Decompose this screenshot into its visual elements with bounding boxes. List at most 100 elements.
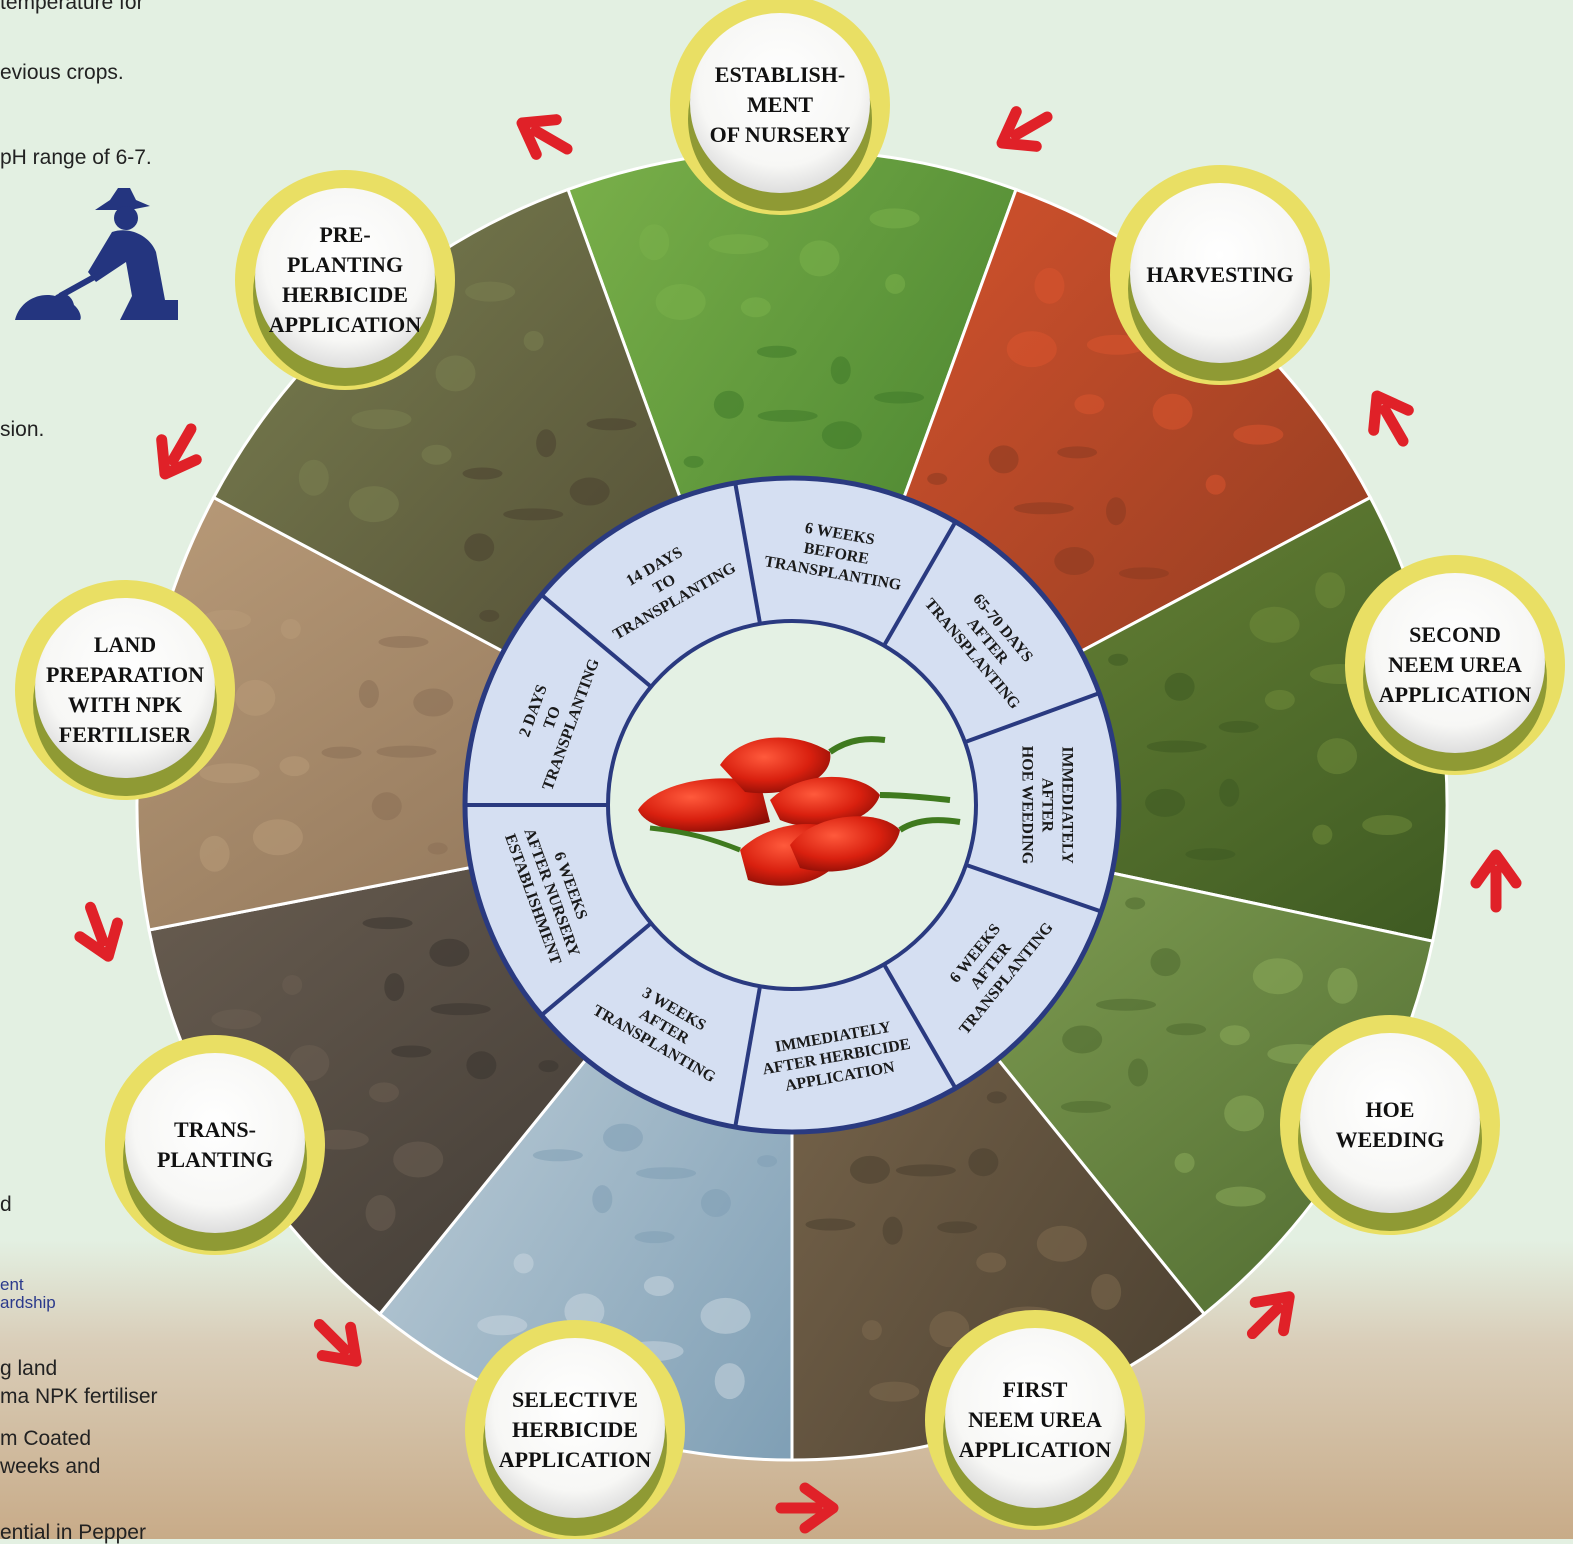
photo-texture (365, 1195, 396, 1232)
photo-texture (462, 467, 503, 480)
photo-texture (1166, 1023, 1207, 1036)
photo-texture (1146, 740, 1207, 753)
photo-texture (1327, 967, 1358, 1004)
photo-texture (1034, 267, 1065, 304)
photo-texture (1152, 393, 1193, 430)
photo-texture (465, 281, 516, 302)
photo-texture (1215, 1186, 1266, 1207)
photo-texture (713, 390, 744, 419)
photo-texture (362, 917, 413, 930)
photo-texture (885, 273, 906, 294)
photo-texture (1128, 1058, 1149, 1087)
photo-texture (976, 1252, 1007, 1273)
photo-texture (1315, 572, 1346, 609)
photo-texture (1362, 814, 1413, 835)
left-text-fragment: sion. (0, 418, 45, 441)
left-text-fragment: m Coated (0, 1427, 92, 1450)
red-arrow-icon (1246, 1291, 1295, 1340)
photo-texture (683, 455, 704, 468)
stage-badge: HARVESTING (1110, 165, 1330, 385)
photo-texture (849, 1155, 890, 1184)
photo-texture (538, 1060, 559, 1073)
photo-texture (1125, 897, 1146, 910)
photo-texture (1060, 1100, 1111, 1113)
photo-texture (1218, 720, 1259, 733)
ring-divider (882, 963, 958, 1090)
photo-texture (282, 974, 303, 995)
photo-texture (211, 1009, 262, 1030)
photo-texture (805, 1218, 856, 1231)
photo-texture (391, 1045, 432, 1058)
left-text-fragment: weeks and (0, 1455, 101, 1478)
photo-texture (532, 1149, 583, 1162)
photo-texture (757, 409, 818, 422)
photo-texture (1006, 331, 1057, 368)
red-arrow-icon (313, 1318, 362, 1367)
photo-texture (639, 224, 670, 261)
photo-texture (1164, 672, 1195, 701)
photo-texture (1174, 1152, 1195, 1173)
photo-texture (1054, 547, 1095, 576)
photo-texture (1013, 502, 1074, 515)
photo-texture (929, 1311, 970, 1348)
photo-texture (1219, 1025, 1250, 1046)
photo-texture (1317, 738, 1358, 775)
ring-divider (733, 985, 763, 1128)
photo-texture (895, 1164, 956, 1177)
red-arrow-icon (996, 106, 1053, 152)
photo-texture (799, 240, 840, 277)
photo-texture (869, 1381, 920, 1402)
photo-texture (1057, 446, 1098, 459)
farmer-hoeing-icon (15, 188, 178, 320)
ring-divider (540, 921, 653, 1017)
photo-texture (477, 1315, 528, 1336)
photo-texture (430, 1003, 491, 1016)
photo-texture (636, 1167, 697, 1180)
photo-texture (1108, 653, 1129, 666)
photo-texture (393, 1141, 444, 1178)
photo-texture (1185, 848, 1236, 861)
photo-texture (371, 792, 402, 821)
red-arrow-icon (156, 423, 202, 480)
photo-texture (882, 1216, 903, 1245)
photo-texture (479, 609, 500, 622)
photo-texture (1036, 1225, 1087, 1262)
photo-texture (874, 391, 925, 404)
red-arrow-icon (516, 114, 573, 160)
photo-texture (384, 973, 405, 1002)
photo-texture (643, 1275, 674, 1296)
photo-texture (937, 1221, 978, 1234)
photo-texture (466, 1051, 497, 1080)
photo-texture (586, 418, 637, 431)
photo-texture (536, 429, 557, 458)
photo-texture (1233, 424, 1284, 445)
photo-texture (757, 1155, 778, 1168)
photo-texture (413, 688, 454, 717)
photo-texture (1312, 824, 1333, 845)
photo-texture (830, 356, 851, 385)
photo-texture (435, 355, 476, 392)
photo-texture (1095, 998, 1156, 1011)
photo-texture (592, 1185, 613, 1214)
photo-texture (513, 1253, 534, 1274)
red-peppers-icon (638, 736, 961, 886)
photo-texture (1118, 567, 1169, 580)
photo-texture (427, 842, 448, 855)
photo-texture (252, 819, 303, 856)
photo-texture (861, 1320, 882, 1341)
stage-badge: TRANS-PLANTING (105, 1035, 325, 1255)
ring-divider (540, 593, 653, 689)
photo-texture (1062, 1025, 1103, 1054)
photo-texture (199, 763, 260, 784)
photo-texture (569, 477, 610, 506)
